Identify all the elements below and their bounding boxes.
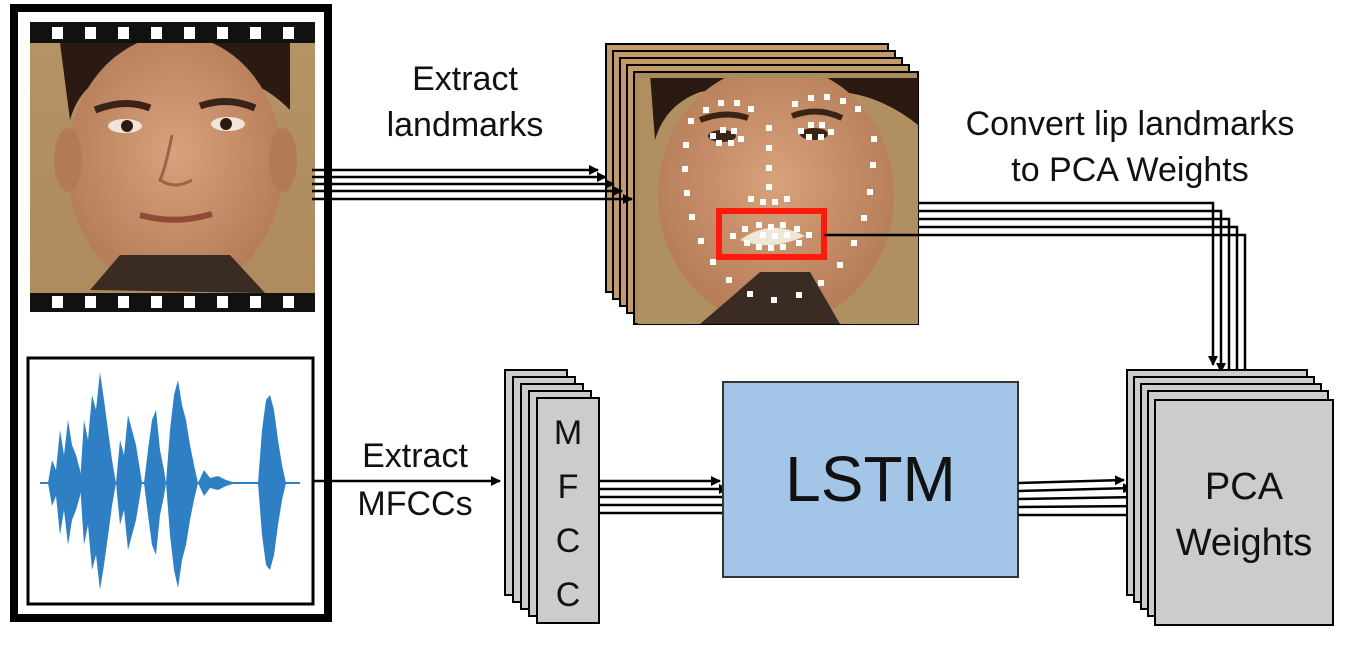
pca-weights-stack (1126, 369, 1334, 626)
extract-landmarks-label: Extract landmarks (386, 60, 544, 144)
lstm-box (722, 381, 1019, 578)
arrow-landmarks-to-pca (824, 201, 1250, 396)
audio-waveform-image (26, 356, 315, 606)
mfcc-stack (504, 369, 600, 624)
extract-mfccs-label: Extract MFCCs (357, 437, 473, 523)
mfcc-vertical-label: M F C C (553, 414, 583, 614)
arrow-video-to-landmarks (312, 165, 633, 204)
lstm-label: LSTM (785, 443, 956, 515)
face-landmark-frame-image (605, 43, 919, 325)
input-container (10, 4, 332, 622)
pca-weights-label: PCA Weights (1175, 466, 1313, 564)
face-video-frame-image (30, 22, 315, 312)
convert-lip-landmarks-label: Convert lip landmarks to PCA Weights (965, 105, 1295, 189)
